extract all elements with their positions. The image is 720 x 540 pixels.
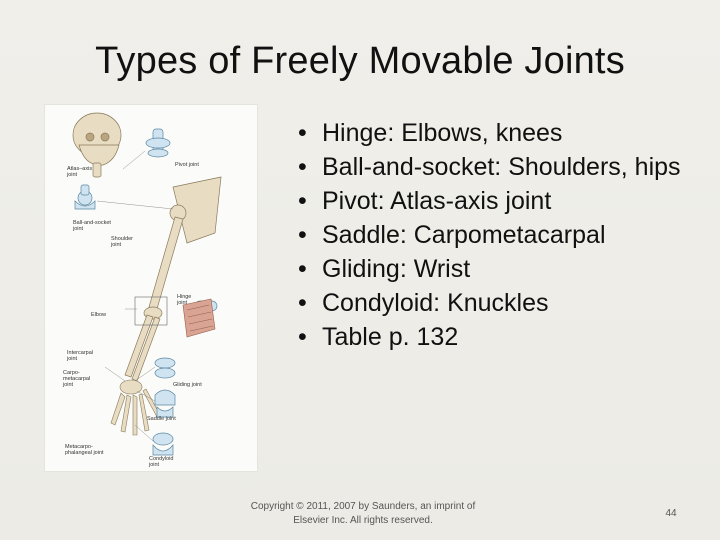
bullet-text: Gliding: Wrist	[322, 255, 471, 283]
condyloid-joint-label: Condyloid joint	[149, 456, 174, 468]
leader-lines	[96, 150, 174, 442]
metacarpophalangeal-label: Metacarpo- phalangeal joint	[65, 444, 104, 456]
condyloid-joint-model	[152, 432, 174, 456]
hinge-joint-label: Hinge joint	[177, 294, 192, 306]
bullet-item: • Gliding: Wrist	[296, 254, 706, 284]
saddle-joint-label: Saddle joint	[147, 416, 176, 422]
bullet-text: Hinge: Elbows, knees	[322, 119, 563, 147]
saddle-tissue-illustration	[182, 298, 216, 338]
copyright-notice: Copyright © 2011, 2007 by Saunders, an i…	[250, 501, 476, 526]
ball-and-socket-label: Ball-and-socket joint	[73, 220, 111, 232]
atlas-axis-label: Atlas–axis joint	[67, 166, 93, 178]
bullet-text: Ball-and-socket: Shoulders, hips	[322, 153, 681, 181]
pivot-joint-model	[145, 128, 171, 158]
slide-title: Types of Freely Movable Joints	[95, 40, 625, 82]
bullet-item: • Table p. 132	[296, 322, 706, 352]
bullet-item: • Hinge: Elbows, knees	[296, 118, 706, 148]
ball-and-socket-model	[74, 184, 96, 210]
pivot-joint-label: Pivot joint	[175, 162, 199, 168]
bullet-icon: •	[298, 323, 307, 351]
bullet-icon: •	[298, 187, 307, 215]
bullet-text: Saddle: Carpometacarpal	[322, 221, 606, 249]
bullet-list: • Hinge: Elbows, knees • Ball-and-socket: …	[296, 118, 706, 356]
bullet-item: • Ball-and-socket: Shoulders, hips	[296, 152, 706, 182]
bullet-item: • Pivot: Atlas-axis joint	[296, 186, 706, 216]
elbow-label: Elbow	[91, 312, 106, 318]
shoulder-joint-label: Shoulder joint	[111, 236, 134, 248]
skeleton-diagram	[72, 112, 222, 456]
gliding-joint-label: Gliding joint	[173, 382, 202, 388]
joints-illustration: Pivot joint Atlas–axis joint Ball-and-so…	[44, 104, 258, 472]
bullet-icon: •	[298, 289, 307, 317]
bullet-text: Condyloid: Knuckles	[322, 289, 549, 317]
skull-illustration	[72, 112, 122, 178]
carpometacarpal-label: Carpo- metacarpal joint	[63, 370, 91, 388]
page-number: 44	[665, 508, 677, 519]
bullet-icon: •	[298, 221, 307, 249]
gliding-joint-model	[154, 357, 176, 379]
bullet-icon: •	[298, 255, 307, 283]
bullet-icon: •	[298, 153, 307, 181]
scapula-illustration	[169, 176, 222, 244]
hand-illustration	[110, 379, 161, 436]
bullet-icon: •	[298, 119, 307, 147]
bullet-text: Table p. 132	[322, 323, 459, 351]
bullet-item: • Condyloid: Knuckles	[296, 288, 706, 318]
saddle-joint-model	[154, 389, 176, 418]
bullet-item: • Saddle: Carpometacarpal	[296, 220, 706, 250]
bullet-text: Pivot: Atlas-axis joint	[322, 187, 552, 215]
hinge-highlight-box	[134, 296, 168, 326]
intercarpal-label: Intercarpal joint	[67, 350, 93, 362]
